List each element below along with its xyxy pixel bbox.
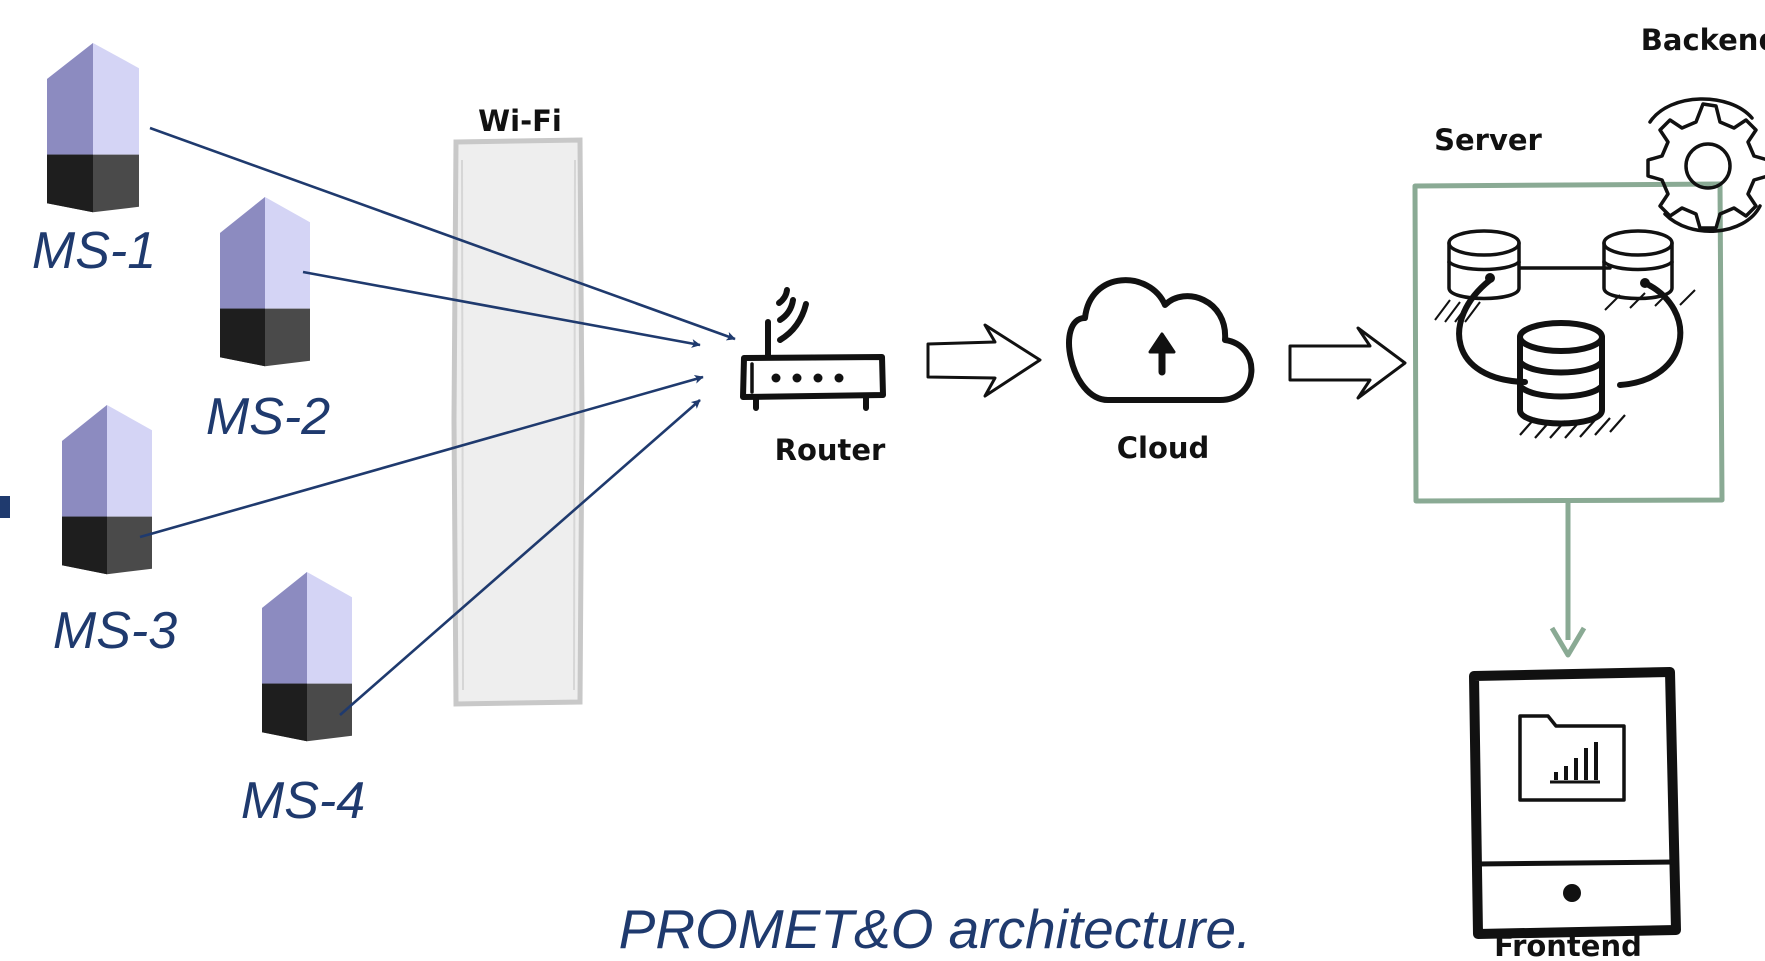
station-label-ms4: MS-4 <box>241 772 365 830</box>
wifi-band <box>451 137 585 707</box>
server-label: Server <box>1434 123 1542 157</box>
station-icon-ms4 <box>262 572 352 742</box>
link-ms3-router <box>139 374 704 539</box>
figure-caption: PROMET&O architecture. <box>619 898 1252 960</box>
flow-arrow-cloud-server <box>1288 326 1407 400</box>
cloud-upload-icon <box>1066 277 1255 403</box>
station-label-ms3: MS-3 <box>53 602 177 660</box>
backend-label: Backend <box>1641 23 1765 57</box>
server-frame <box>1412 181 1725 504</box>
edge-mark <box>0 496 10 518</box>
tablet-icon <box>1469 667 1681 939</box>
station-label-ms1: MS-1 <box>32 222 156 280</box>
frontend-label: Frontend <box>1494 929 1642 961</box>
gear-icon <box>1646 97 1765 233</box>
link-ms1-router <box>149 126 736 341</box>
link-ms2-router <box>302 270 701 348</box>
database-icon <box>1434 229 1696 439</box>
station-icon-ms2 <box>220 197 310 367</box>
router-icon <box>740 287 886 411</box>
flow-arrow-router-cloud <box>926 323 1042 398</box>
station-label-ms2: MS-2 <box>206 388 330 446</box>
folder-chart-icon <box>1518 714 1626 802</box>
link-ms4-router <box>339 399 701 716</box>
wireless-links <box>139 126 736 716</box>
station-icon-ms3 <box>62 405 152 575</box>
router-label: Router <box>775 433 886 467</box>
cloud-label: Cloud <box>1117 431 1210 465</box>
station-icon-ms1 <box>47 43 139 213</box>
flow-arrow-server-frontend <box>1549 501 1587 658</box>
wifi-label: Wi-Fi <box>478 104 562 138</box>
